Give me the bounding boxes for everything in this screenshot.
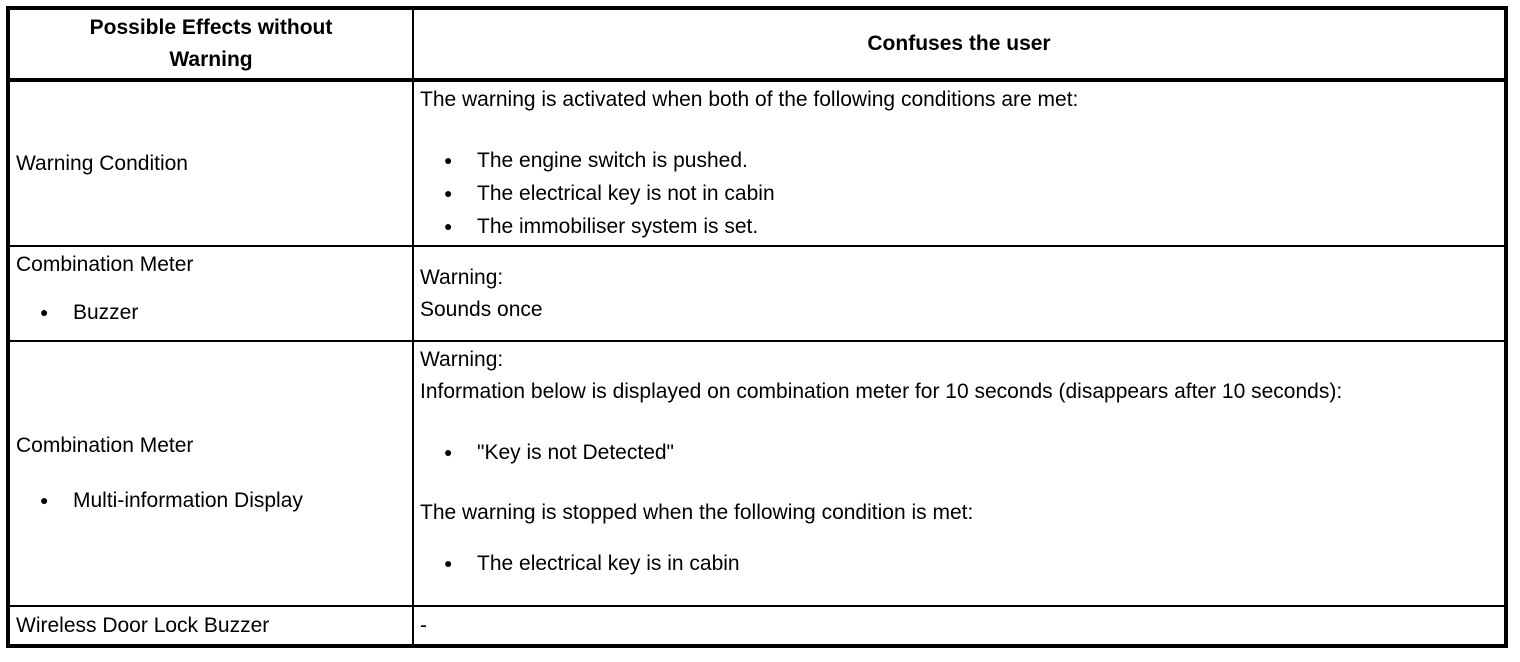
bullet-icon: ● <box>444 185 453 201</box>
warning-effects-table: Possible Effects without Warning Confuse… <box>6 6 1508 648</box>
warning-condition-label: Warning Condition <box>16 151 188 175</box>
bullet-item: ● Buzzer <box>16 296 406 329</box>
bullet-item: ● The electrical key is in cabin <box>420 547 1498 580</box>
bullet-icon: ● <box>444 555 453 571</box>
bullet-text: Buzzer <box>73 301 139 324</box>
row-combination-meter-buzzer: Combination Meter ● Buzzer Warning: Sound… <box>7 245 1507 342</box>
buzzer-warning-text: Sounds once <box>420 297 543 321</box>
wireless-label: Wireless Door Lock Buzzer <box>16 613 270 637</box>
bullet-item: ● Multi-information Display <box>16 484 406 517</box>
multi-info-label: Combination Meter <box>16 434 194 457</box>
row-wireless-door-lock-buzzer: Wireless Door Lock Buzzer - <box>7 605 1507 647</box>
wireless-label-cell: Wireless Door Lock Buzzer <box>7 605 414 647</box>
multi-info-detail-cell: Warning: Information below is displayed … <box>412 340 1507 607</box>
warning-condition-detail-cell: The warning is activated when both of th… <box>412 79 1507 247</box>
multi-info-label-cell: Combination Meter ● Multi-information Dis… <box>7 340 414 607</box>
warning-condition-label-cell: Warning Condition <box>7 79 414 247</box>
multi-info-warning-title: Warning: <box>420 348 504 371</box>
bullet-text: "Key is not Detected" <box>477 441 675 464</box>
bullet-item: ● The immobiliser system is set. <box>420 210 1498 243</box>
row-warning-condition: Warning Condition The warning is activat… <box>7 79 1507 247</box>
bullet-text: Multi-information Display <box>73 489 303 512</box>
header-possible-effects-text: Possible Effects without Warning <box>89 16 333 71</box>
warning-condition-bullet-list: ● The engine switch is pushed. ● The elect… <box>420 144 1498 243</box>
bullet-text: The immobiliser system is set. <box>477 215 759 238</box>
bullet-icon: ● <box>40 304 49 320</box>
header-confuses-user: Confuses the user <box>412 7 1507 82</box>
bullet-icon: ● <box>444 444 453 460</box>
multi-info-stop-condition: The warning is stopped when the followin… <box>420 501 974 524</box>
bullet-icon: ● <box>444 152 453 168</box>
bullet-text: The engine switch is pushed. <box>477 149 748 172</box>
bullet-item: ● The engine switch is pushed. <box>420 144 1498 177</box>
bullet-item: ● The electrical key is not in cabin <box>420 177 1498 210</box>
wireless-value-cell: - <box>412 605 1507 647</box>
buzzer-label-cell: Combination Meter ● Buzzer <box>7 245 414 342</box>
bullet-text: The electrical key is not in cabin <box>477 182 775 205</box>
header-possible-effects: Possible Effects without Warning <box>7 7 414 82</box>
bullet-icon: ● <box>40 492 49 508</box>
bullet-item: ● "Key is not Detected" <box>420 436 1498 469</box>
buzzer-detail-cell: Warning: Sounds once <box>412 245 1507 342</box>
table-header-row: Possible Effects without Warning Confuse… <box>7 7 1507 82</box>
buzzer-label: Combination Meter <box>16 253 194 276</box>
wireless-value: - <box>420 613 427 637</box>
warning-condition-intro: The warning is activated when both of th… <box>420 88 1079 111</box>
buzzer-warning-title: Warning: <box>420 265 504 289</box>
row-combination-meter-display: Combination Meter ● Multi-information Dis… <box>7 340 1507 607</box>
multi-info-warning-text: Information below is displayed on combin… <box>420 380 1343 403</box>
bullet-text: The electrical key is in cabin <box>477 552 740 575</box>
bullet-icon: ● <box>444 218 453 234</box>
